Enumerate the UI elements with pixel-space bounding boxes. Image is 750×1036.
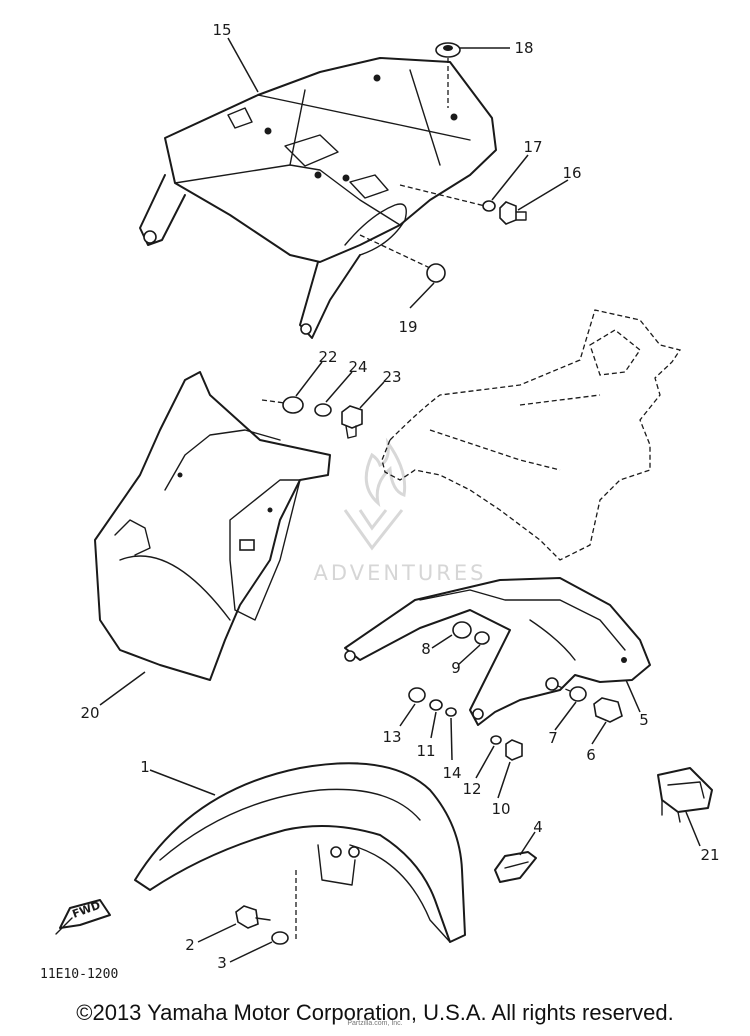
fwd-arrow-icon: FWD xyxy=(55,899,111,935)
label-3: 3 xyxy=(217,954,227,972)
label-10: 10 xyxy=(491,800,510,818)
label-2: 2 xyxy=(185,936,195,954)
copyright-footer: ©2013 Yamaha Motor Corporation, U.S.A. A… xyxy=(76,1000,674,1025)
part-6-bolt xyxy=(593,697,623,723)
part-11-washer xyxy=(429,699,443,711)
label-8: 8 xyxy=(421,640,431,658)
label-1: 1 xyxy=(140,758,150,776)
part-3-washer xyxy=(271,931,289,945)
part-7-washer xyxy=(569,686,587,702)
label-12: 12 xyxy=(462,780,481,798)
part-4-hose-guide xyxy=(494,851,537,883)
part-9-washer xyxy=(474,631,490,645)
part-labels: 15 18 17 16 19 22 24 23 20 8 9 13 11 14 … xyxy=(80,21,719,972)
label-16: 16 xyxy=(562,164,581,182)
label-11: 11 xyxy=(416,742,435,760)
part-18-grommet xyxy=(435,42,461,108)
part-13-collar xyxy=(408,687,426,703)
label-18: 18 xyxy=(514,39,533,57)
part-19-grommet xyxy=(359,234,446,283)
part-8-collar xyxy=(452,621,472,639)
label-23: 23 xyxy=(382,368,401,386)
part-20-inner-fender xyxy=(94,371,331,681)
label-14: 14 xyxy=(442,764,461,782)
label-4: 4 xyxy=(533,818,543,836)
leader-lines xyxy=(99,37,701,963)
part-15-rear-cover xyxy=(139,57,497,339)
label-17: 17 xyxy=(523,138,542,156)
part-16-bolt xyxy=(499,201,527,225)
part-10-bolt xyxy=(505,739,523,761)
label-24: 24 xyxy=(348,358,367,376)
label-5: 5 xyxy=(639,711,649,729)
part-1-front-fender xyxy=(134,762,466,943)
drawing-code: 11E10-1200 xyxy=(40,967,118,982)
label-19: 19 xyxy=(398,318,417,336)
frame-outline xyxy=(381,309,682,561)
part-14-washer xyxy=(445,707,457,717)
sub-watermark: Partzilla.com, Inc. xyxy=(347,1020,403,1027)
part-21-clip xyxy=(657,767,713,823)
label-22: 22 xyxy=(318,348,337,366)
label-6: 6 xyxy=(586,746,596,764)
fwd-label: FWD xyxy=(71,899,102,921)
part-22-collar xyxy=(282,396,304,414)
label-15: 15 xyxy=(212,21,231,39)
part-23-bolt xyxy=(341,405,363,439)
part-2-bolt xyxy=(235,905,271,929)
watermark-text: ADVENTURES xyxy=(314,561,487,585)
part-12-washer xyxy=(490,735,502,745)
watermark-logo: ADVENTURES xyxy=(314,437,487,585)
label-20: 20 xyxy=(80,704,99,722)
part-17-washer xyxy=(482,200,496,212)
label-13: 13 xyxy=(382,728,401,746)
part-24-washer xyxy=(314,403,332,417)
label-7: 7 xyxy=(548,729,558,747)
label-9: 9 xyxy=(451,659,461,677)
part-5-fender-stay xyxy=(344,577,651,726)
label-21: 21 xyxy=(700,846,719,864)
